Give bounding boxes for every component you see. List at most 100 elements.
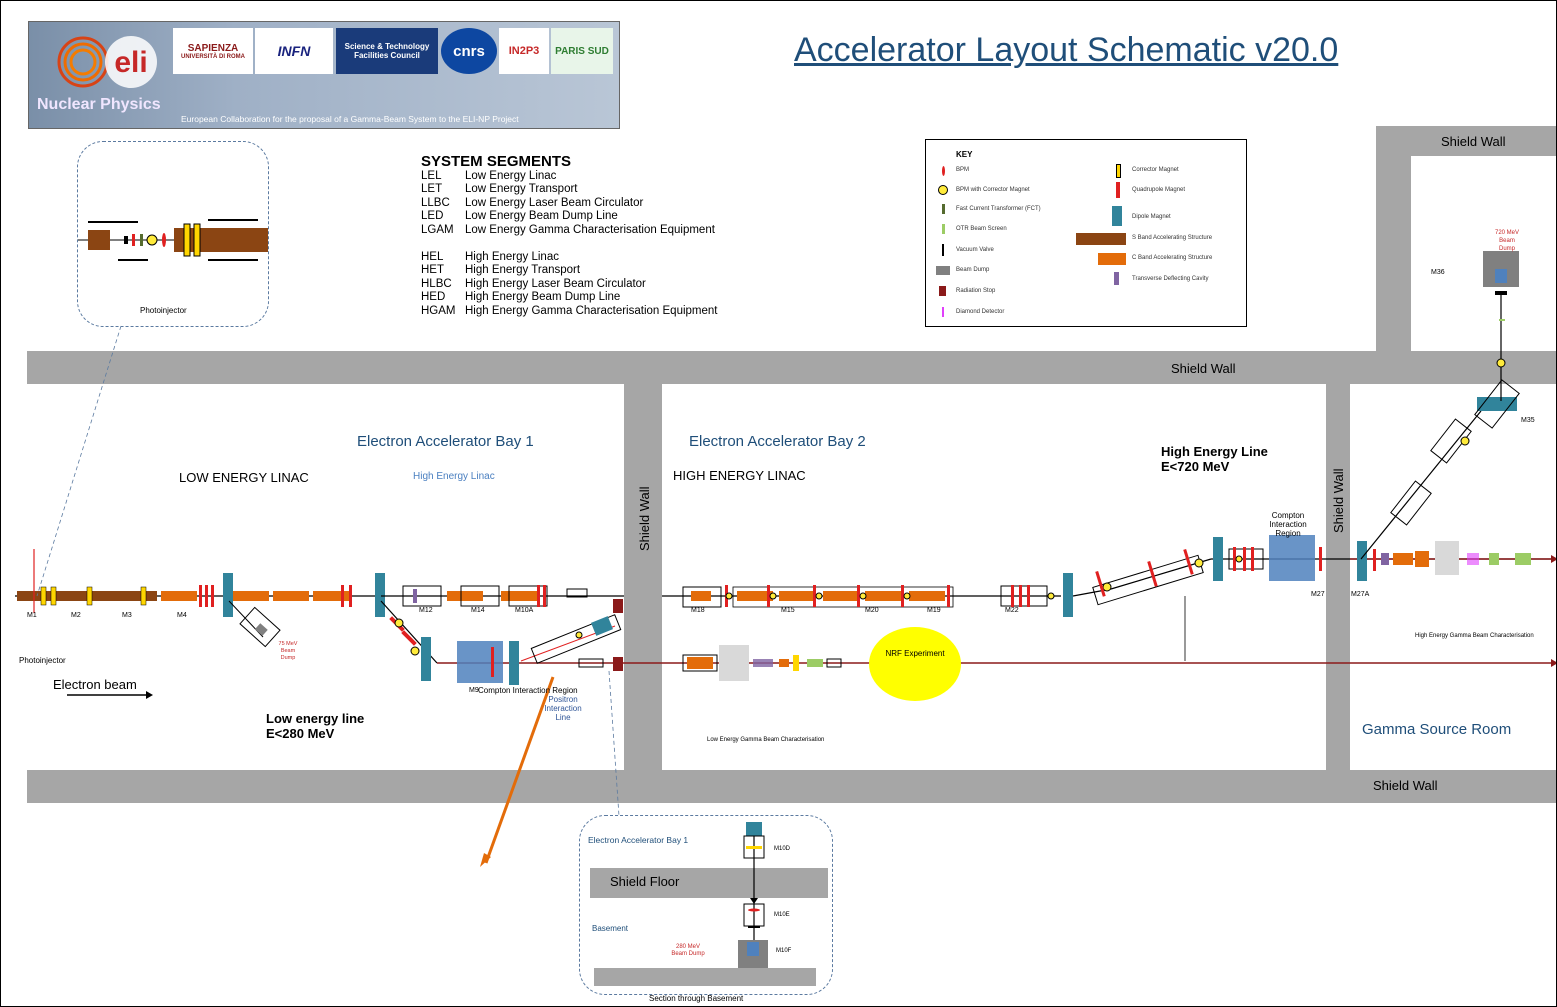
c-band-structure	[273, 591, 309, 601]
bpm-corrector-icon	[938, 185, 948, 195]
c-band-icon	[1098, 253, 1126, 265]
positron-label: Positron Interaction Line	[544, 695, 582, 722]
key-item: S Band Accelerating Structure	[1132, 235, 1213, 241]
key-item: Beam Dump	[956, 267, 990, 273]
bay1-label: Electron Accelerator Bay 1	[357, 433, 534, 450]
shield-floor-label: Shield Floor	[610, 874, 680, 889]
basement-dump-core	[747, 942, 759, 956]
module-label: M3	[122, 612, 132, 619]
banner-footer: European Collaboration for the proposal …	[181, 114, 519, 124]
photoinjector-label: Photoinjector	[19, 656, 66, 665]
section-bay1-label: Electron Accelerator Bay 1	[588, 835, 689, 845]
otr-icon	[942, 224, 945, 234]
dipole-magnet	[375, 573, 385, 617]
gamma-source-room-label: Gamma Source Room	[1362, 721, 1512, 738]
module-label: M27	[1311, 591, 1325, 598]
shield-wall-mid	[624, 384, 662, 770]
key-item: Radiation Stop	[956, 288, 996, 294]
radiation-stop-icon	[939, 286, 946, 296]
high-energy-linac-label: HIGH ENERGY LINAC	[673, 468, 806, 483]
key-item: Corrector Magnet	[1132, 167, 1179, 173]
electron-beam-label: Electron beam	[53, 677, 137, 692]
segments-header: SYSTEM SEGMENTS	[421, 153, 572, 170]
corrector-magnet-icon	[1116, 164, 1121, 178]
m10e-label: M10E	[774, 912, 790, 918]
quadrupole-icon	[1116, 182, 1120, 198]
key-legend: KEY BPM BPM with Corrector Magnet Fast C…	[925, 139, 1247, 327]
photoinjector-inset: Photoinjector	[77, 141, 269, 327]
nrf-experiment-zone: NRF Experiment	[869, 627, 961, 701]
key-header: KEY	[956, 150, 973, 159]
module-label: M2	[71, 612, 81, 619]
module-label: M10A	[515, 607, 534, 614]
compton-label-high: Compton Interaction Region	[1269, 511, 1307, 538]
nuclear-physics-label: Nuclear Physics	[37, 96, 161, 113]
compton-high-box	[1269, 535, 1315, 581]
infn-logo: INFN	[255, 28, 333, 74]
shield-wall-bottom-label: Shield Wall	[1373, 778, 1438, 793]
compton-label-low: Compton Interaction Region	[478, 686, 578, 695]
module-label: M35	[1521, 417, 1535, 424]
module-label: M12	[419, 607, 433, 614]
module-label: M14	[471, 607, 485, 614]
dipole-magnet	[223, 573, 233, 617]
m10d-label: M10D	[774, 846, 791, 852]
paris-sud-logo: PARIS SUD	[551, 28, 613, 74]
shield-wall-top	[27, 351, 1556, 384]
diamond-detector-icon	[942, 307, 944, 317]
module-label: M1	[27, 612, 37, 619]
basement-section-inset: Shield Floor Electron Accelerator Bay 1 …	[579, 815, 833, 995]
module-label: M18	[691, 607, 705, 614]
shield-wall-bottom	[27, 770, 1556, 803]
shield-wall-top-label: Shield Wall	[1171, 361, 1236, 376]
positron-arrow	[484, 676, 555, 864]
tdc-icon	[1114, 272, 1119, 285]
eli-logo-icon: eli	[57, 36, 157, 88]
c-band-structure	[161, 591, 197, 601]
basement-label: Basement	[592, 924, 629, 933]
c-band-structure	[313, 591, 349, 601]
key-item: BPM with Corrector Magnet	[956, 187, 1030, 193]
low-gamma-char-label: Low Energy Gamma Beam Characterisation	[707, 737, 825, 743]
section-caption: Section through Basement	[649, 994, 744, 1003]
high-gamma-char-label: High Energy Gamma Beam Characterisation	[1415, 633, 1534, 639]
module-label: M20	[865, 607, 879, 614]
compton-low-box	[457, 641, 503, 683]
nrf-experiment-label: NRF Experiment	[885, 649, 945, 658]
module-label: M22	[1005, 607, 1019, 614]
module-label: M9	[469, 687, 479, 694]
shield-wall-room-side	[1376, 126, 1411, 384]
cnrs-logo: cnrs	[441, 28, 497, 74]
key-item: Diamond Detector	[956, 309, 1005, 315]
vacuum-valve-icon	[942, 244, 944, 256]
key-item: Quadrupole Magnet	[1132, 187, 1186, 193]
key-item: Vacuum Valve	[956, 247, 994, 253]
in2p3-logo: IN2P3	[499, 28, 549, 74]
collaboration-banner: eli Nuclear Physics SAPIENZA UNIVERSITÀ …	[28, 21, 620, 129]
module-label: M36	[1431, 269, 1445, 276]
high-energy-linac-blue-label: High Energy Linac	[413, 471, 495, 482]
key-item: Dipole Magnet	[1132, 214, 1171, 220]
m10f-label: M10F	[776, 948, 792, 954]
shield-wall-right	[1326, 384, 1350, 770]
beam-dump-720-label: 720 MeV Beam Dump	[1494, 230, 1519, 252]
shield-floor	[590, 868, 828, 898]
electron-beam-arrowhead	[146, 691, 153, 699]
sapienza-logo: SAPIENZA UNIVERSITÀ DI ROMA	[173, 28, 253, 74]
svg-text:eli: eli	[114, 46, 147, 79]
basement-floor	[594, 968, 816, 986]
bpm-icon	[942, 166, 945, 176]
module-label: M15	[781, 607, 795, 614]
stfc-logo: Science & Technology Facilities Council	[336, 28, 438, 74]
key-item: C Band Accelerating Structure	[1132, 255, 1213, 261]
